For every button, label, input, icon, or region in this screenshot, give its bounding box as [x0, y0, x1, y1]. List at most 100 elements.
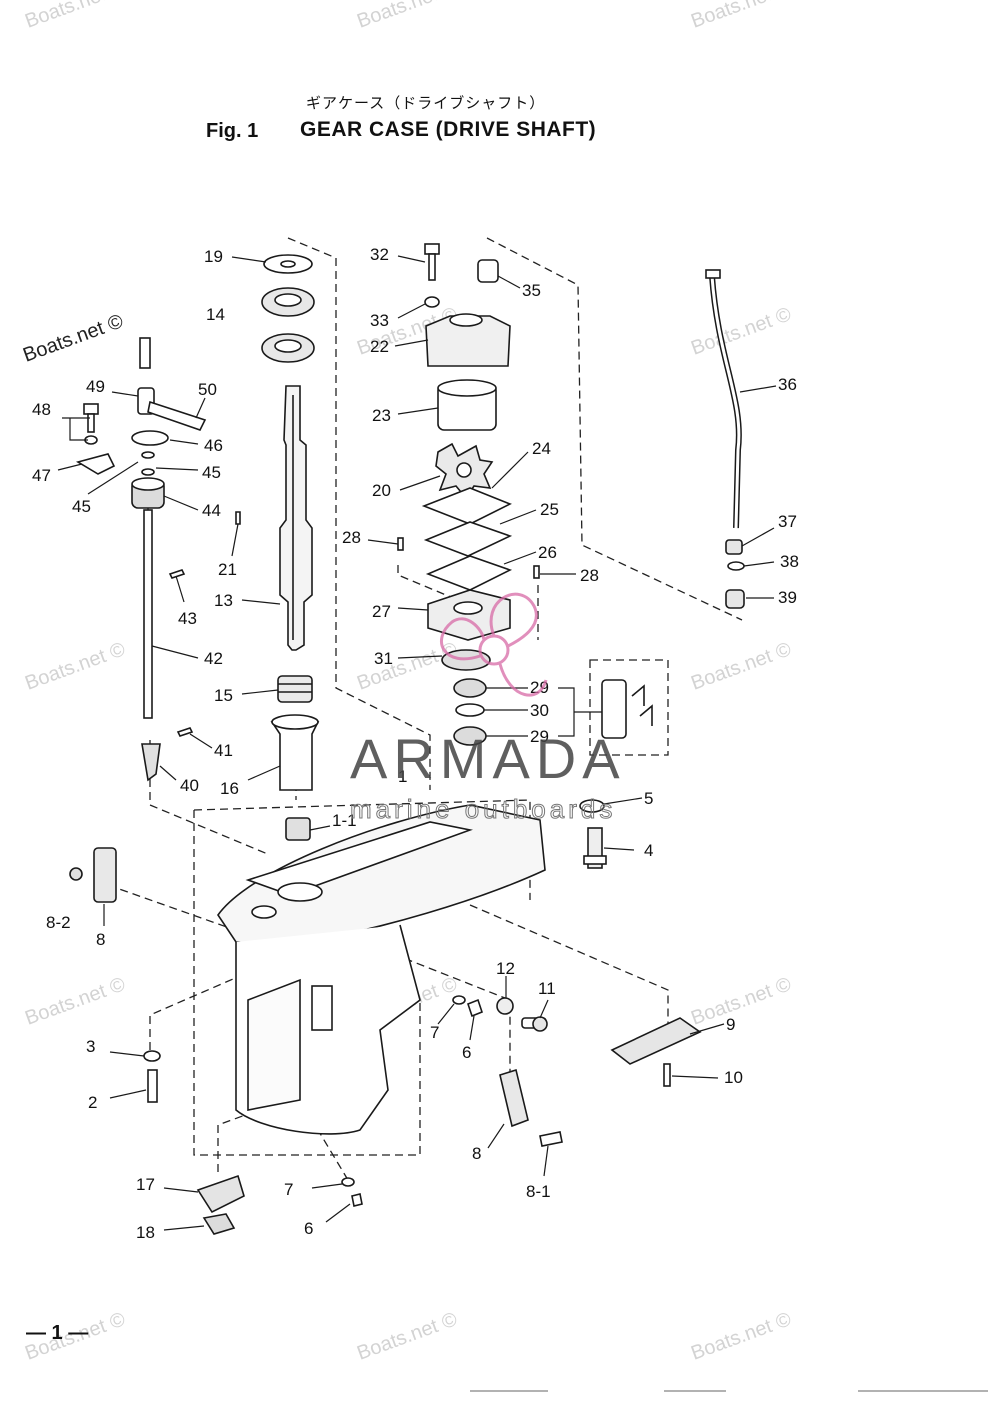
- title-english: GEAR CASE (DRIVE SHAFT): [300, 118, 597, 141]
- plate-9: [610, 1017, 702, 1065]
- pin-28: [533, 565, 540, 579]
- part-label: 6: [462, 1043, 471, 1062]
- part-label: 22: [370, 337, 389, 356]
- title-japanese: ギアケース（ドライブシャフト）: [306, 94, 546, 112]
- bolt-2: [147, 1069, 158, 1103]
- lever-50: [147, 400, 207, 431]
- part-label: 39: [778, 588, 797, 607]
- grommet-44: [131, 477, 165, 509]
- nut-8-2: [69, 867, 83, 881]
- figure-label: Fig. 1: [206, 120, 259, 142]
- impeller-20: [435, 442, 494, 500]
- liner-23: [437, 379, 497, 431]
- gear-case-housing-1: [217, 804, 546, 1135]
- shift-cam-40: [141, 743, 161, 782]
- part-label: 18: [136, 1223, 155, 1242]
- washer-3: [143, 1050, 161, 1062]
- part-label: 25: [540, 500, 559, 519]
- part-label: 23: [372, 406, 391, 425]
- part-label: 15: [214, 686, 233, 705]
- part-label: 6: [304, 1219, 313, 1238]
- part-label: 5: [644, 789, 653, 808]
- tube-end: [705, 269, 721, 279]
- armada-brand-subtext: marine outboards: [350, 794, 616, 824]
- washer-45: [141, 468, 155, 476]
- oil-seal-29: [453, 678, 487, 698]
- pin-43: [168, 569, 186, 579]
- bearing-14: [261, 287, 315, 363]
- part-label: 41: [214, 741, 233, 760]
- part-label: 8-2: [46, 913, 71, 932]
- part-label: 7: [430, 1023, 439, 1042]
- site-watermark: Boats.net ©: [354, 638, 460, 695]
- part-label: 28: [342, 528, 361, 547]
- watermark-layer: Boats.net © Boats.net © Boats.net © Boat…: [22, 0, 794, 1365]
- o-ring-46: [131, 430, 169, 446]
- part-label: 42: [204, 649, 223, 668]
- bolt-32: [424, 243, 440, 281]
- pump-housing-22: [425, 313, 511, 367]
- part-label: 8-1: [526, 1182, 551, 1201]
- site-watermark: Boats.net ©: [22, 638, 128, 695]
- pin-28: [397, 537, 404, 551]
- part-label: 31: [374, 649, 393, 668]
- part-label: 11: [538, 979, 556, 998]
- sleeve-16: [270, 714, 320, 791]
- anode-8-lower: [499, 1068, 529, 1128]
- pump-base-27: [427, 589, 511, 641]
- site-watermark: Boats.net ©: [688, 303, 794, 360]
- plate-26: [425, 555, 513, 591]
- part-label: 43: [178, 609, 197, 628]
- seal-detail-inset: [601, 679, 653, 739]
- washer-45: [141, 451, 155, 459]
- grommet-39: [725, 589, 745, 609]
- part-label: 16: [220, 779, 239, 798]
- pinion-gear-17: [196, 1174, 245, 1214]
- part-label: 40: [180, 776, 199, 795]
- part-label: 45: [202, 463, 221, 482]
- site-watermark: Boats.net ©: [688, 973, 794, 1030]
- washer-5: [579, 799, 605, 813]
- part-label: 20: [372, 481, 391, 500]
- plate-24: [421, 487, 512, 525]
- site-watermark-dark: Boats.net ©: [20, 310, 126, 367]
- site-watermark: Boats.net ©: [688, 0, 794, 33]
- part-label: 46: [204, 436, 223, 455]
- part-label: 1-1: [332, 811, 357, 830]
- page-number: — 1 —: [26, 1322, 89, 1344]
- part-label: 12: [496, 959, 515, 978]
- part-label: 13: [214, 591, 233, 610]
- gasket-25: [423, 521, 513, 557]
- washer-33: [424, 296, 440, 308]
- bolt-8-1: [539, 1131, 563, 1147]
- part-label: 2: [88, 1093, 97, 1112]
- bushing-1-1: [285, 817, 311, 841]
- site-watermark: Boats.net ©: [688, 638, 794, 695]
- part-label: 28: [580, 566, 599, 585]
- washer-7: [452, 995, 466, 1005]
- part-label: 17: [136, 1175, 155, 1194]
- nut-18: [202, 1213, 236, 1235]
- shift-rod-upper: [139, 337, 151, 369]
- leader-lines: [57, 255, 777, 1231]
- propeller-logo: [440, 592, 548, 697]
- part-label: 9: [726, 1015, 735, 1034]
- site-watermark: Boats.net ©: [22, 973, 128, 1030]
- part-label: 27: [372, 602, 391, 621]
- site-watermark: Boats.net ©: [354, 1308, 460, 1365]
- washer-12: [496, 997, 514, 1015]
- washer-7-lower: [341, 1177, 355, 1187]
- part-label: 29: [530, 727, 549, 746]
- part-label: 38: [780, 552, 799, 571]
- part-label: 37: [778, 512, 797, 531]
- part-label: 19: [204, 247, 223, 266]
- part-label: 33: [370, 311, 389, 330]
- drive-shaft-13: [279, 385, 313, 651]
- screw-10: [663, 1063, 671, 1087]
- part-label: 44: [202, 501, 221, 520]
- anode-8: [93, 847, 117, 903]
- washer-19: [263, 254, 313, 274]
- part-label: 21: [218, 560, 237, 579]
- plate-47: [75, 453, 116, 475]
